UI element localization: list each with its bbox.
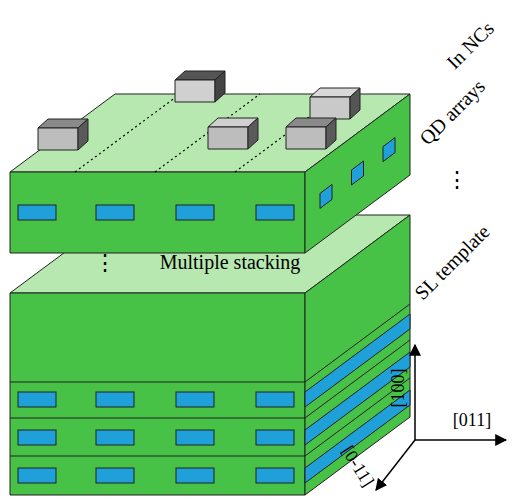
layer-boundary (305, 340, 410, 418)
nc-front (286, 127, 326, 149)
qd-wire-section (176, 392, 214, 407)
qd-wire-section (18, 430, 56, 445)
qd-dot-side (352, 161, 364, 185)
qd-wire-section (256, 205, 294, 220)
qd-wire-section (18, 468, 56, 483)
crystal-axes (376, 345, 506, 490)
qd-wire-section (256, 468, 294, 483)
nc-front (310, 97, 350, 119)
nc-front (38, 128, 78, 150)
qd-wire-section (176, 468, 214, 483)
qd-wire-section (96, 205, 134, 220)
nc-side (326, 118, 336, 149)
layer-label: SL template (411, 221, 493, 303)
front-face (10, 172, 305, 253)
layer-label: In NCs (443, 18, 498, 73)
nc-front (208, 127, 248, 149)
qd-wire-section (256, 430, 294, 445)
nc-side (350, 88, 360, 119)
nc-side (215, 71, 225, 102)
side-face (305, 215, 410, 495)
qd-wire-section (96, 430, 134, 445)
qd-wire-section (96, 392, 134, 407)
axis-label: [011] (453, 411, 491, 429)
layer-boundary (10, 456, 305, 457)
sl-template-block (10, 215, 410, 495)
layer-label: Multiple stacking (160, 252, 301, 272)
ellipsis-mark: ⋮ (446, 169, 468, 191)
qd-wire-section (18, 205, 56, 220)
qd-wire-section (96, 468, 134, 483)
layer-boundary (10, 382, 305, 383)
nc-side (248, 118, 258, 149)
layer-boundary (10, 418, 305, 419)
qd-wire-section (18, 392, 56, 407)
array-guide (155, 94, 260, 172)
qd-dot-side (320, 184, 332, 208)
array-guide (75, 94, 180, 172)
front-face (10, 293, 305, 495)
layer-label: QD arrays (416, 76, 489, 149)
qd-wire-section (176, 430, 214, 445)
nc-side (78, 119, 88, 150)
qd-wire-section (256, 392, 294, 407)
qd-dot-side (383, 138, 395, 162)
qd-wire-section (176, 205, 214, 220)
nc-front (175, 80, 215, 102)
axis-label: [100] (389, 369, 407, 408)
in-nanocrystals (38, 71, 360, 150)
ellipsis-mark: ⋮ (94, 252, 116, 274)
